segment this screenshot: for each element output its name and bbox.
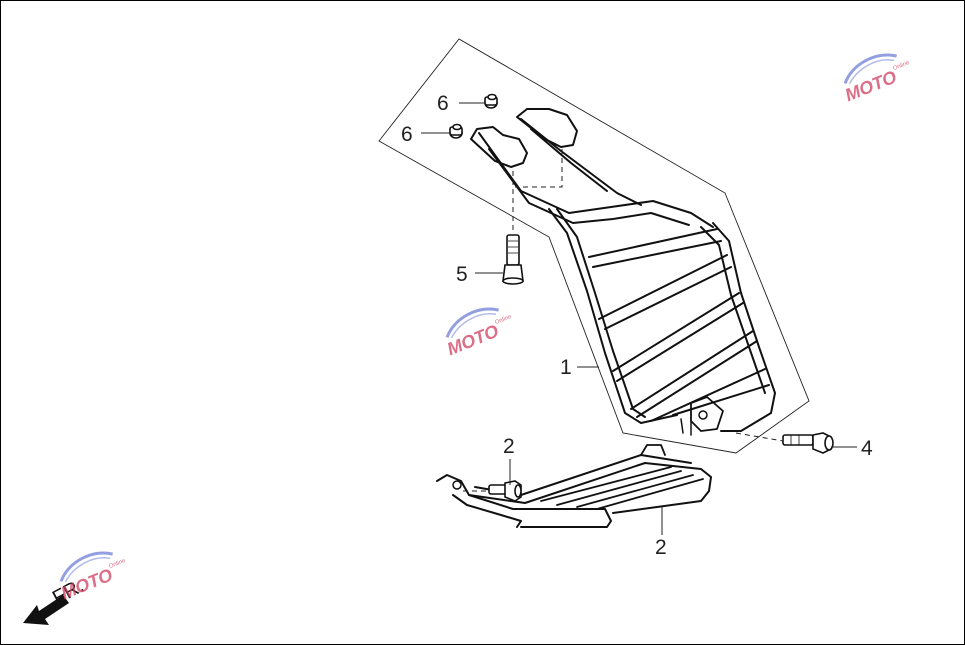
- bolt-5: [502, 234, 524, 285]
- callout-4: 4: [861, 437, 873, 460]
- rear-carrier-rack: [470, 108, 776, 436]
- watermark-center: MOTO Online: [440, 301, 513, 359]
- callout-1: 1: [560, 356, 572, 379]
- leader-lines: [421, 102, 857, 535]
- cap-nut-upper: [484, 93, 498, 109]
- bolt-2: [488, 480, 522, 502]
- callout-6-lower: 6: [401, 123, 413, 146]
- cap-nut-lower: [449, 123, 463, 139]
- watermark-bottom-left: MOTO Online: [54, 545, 127, 603]
- front-rack: [436, 444, 712, 528]
- svg-text:Online: Online: [108, 558, 127, 570]
- bolt-4: [782, 432, 834, 454]
- svg-text:Online: Online: [892, 60, 911, 72]
- callout-2-rack: 2: [655, 536, 667, 559]
- dashed-guides: [463, 149, 784, 492]
- svg-text:Online: Online: [494, 314, 513, 326]
- callout-2-bolt: 2: [503, 435, 515, 458]
- callout-5: 5: [456, 263, 468, 286]
- assembly-outline: [378, 38, 810, 454]
- watermark-top-right: MOTO Online: [838, 47, 911, 105]
- callout-6-upper: 6: [437, 92, 449, 115]
- front-direction-arrow-icon: [23, 595, 69, 625]
